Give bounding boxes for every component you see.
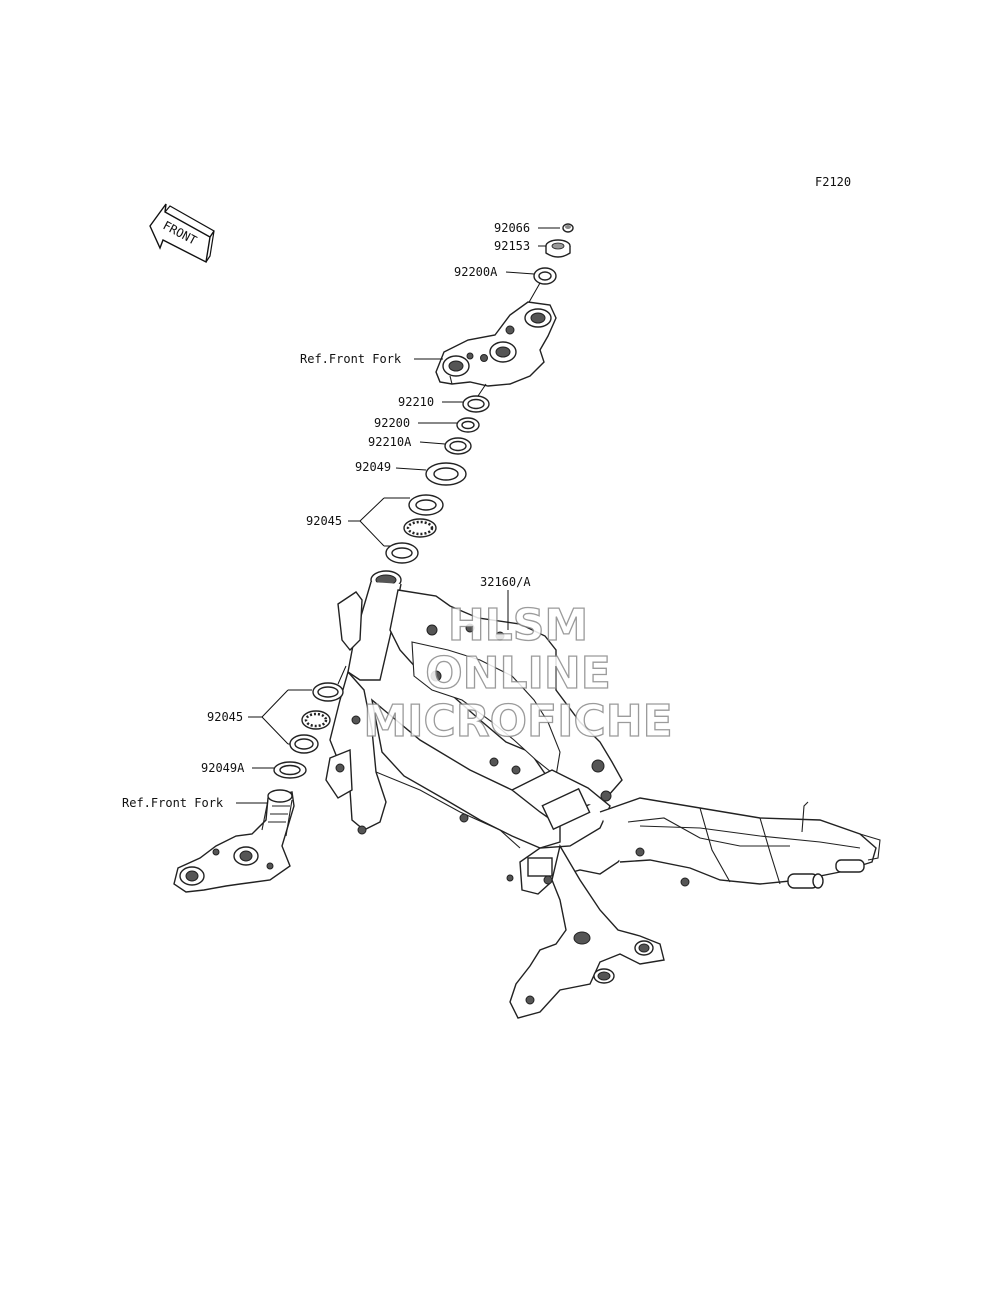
label-92049: 92049 — [355, 460, 391, 474]
upper-triple-clamp — [435, 301, 557, 387]
label-92153: 92153 — [494, 239, 530, 253]
label-92210: 92210 — [398, 395, 434, 409]
label-92200: 92200 — [374, 416, 410, 430]
part-92200-washer — [456, 417, 480, 433]
main-frame — [325, 570, 881, 1019]
label-92045-top: 92045 — [306, 514, 342, 528]
part-92153-nut — [545, 239, 571, 258]
label-92045-bottom: 92045 — [207, 710, 243, 724]
part-92210-nut — [462, 383, 490, 413]
part-92045-upper-bearing — [385, 494, 444, 564]
front-arrow-icon: FRONT — [149, 203, 215, 264]
watermark-line2: ONLINE — [425, 648, 611, 699]
watermark-line3: MICROFICHE — [363, 696, 672, 747]
part-92049-seal — [425, 462, 467, 486]
part-92045-lower-bearing — [289, 682, 344, 754]
watermark: HLSM ONLINE MICROFICHE — [363, 599, 674, 747]
watermark-line1: HLSM — [448, 600, 588, 651]
part-92200A-washer — [533, 267, 557, 285]
figure-code: F2120 — [815, 175, 851, 189]
label-92210A: 92210A — [368, 435, 412, 449]
label-32160: 32160/A — [480, 575, 531, 589]
label-ref-front-fork-top: Ref.Front Fork — [300, 352, 402, 366]
part-92049A-seal — [273, 761, 307, 779]
part-92066-cap — [562, 223, 574, 233]
label-92066: 92066 — [494, 221, 530, 235]
part-92210A-nut — [444, 437, 472, 455]
lower-triple-clamp — [173, 789, 295, 893]
label-92200A: 92200A — [454, 265, 498, 279]
label-92049A: 92049A — [201, 761, 245, 775]
label-ref-front-fork-bottom: Ref.Front Fork — [122, 796, 224, 810]
